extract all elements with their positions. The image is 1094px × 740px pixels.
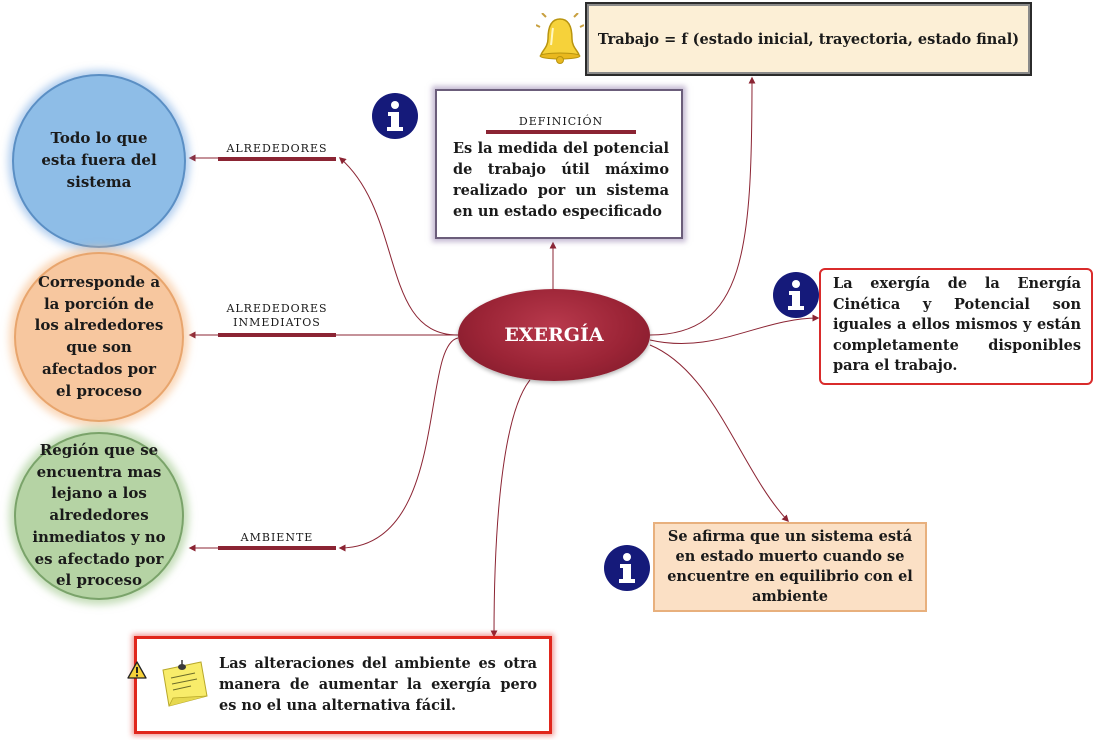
definition-title-bar (486, 130, 636, 134)
label-alrededores-bar (218, 157, 336, 161)
circle-alrededores: Todo lo que esta fuera del sistema (12, 74, 186, 248)
connector-ambiente (338, 337, 459, 552)
info-icon[interactable] (371, 92, 419, 140)
circle-alrededores-inmediatos: Corresponde a la porción de los alrededo… (14, 252, 184, 422)
connector-alrededores (338, 157, 459, 336)
connector-cinetica (649, 314, 820, 345)
label-inmediatos-line2: INMEDIATOS (233, 316, 321, 330)
estado-muerto-text: Se afirma que un sistema está en estado … (667, 528, 913, 605)
alteraciones-text: Las alteraciones del ambiente es otra ma… (219, 655, 537, 715)
circle-inmediatos-text: Corresponde a la porción de los alrededo… (34, 272, 164, 400)
trabajo-text: Trabajo = f (estado inicial, trayectoria… (597, 30, 1020, 48)
label-alrededores-inmediatos: ALREDEDORES INMEDIATOS (218, 302, 336, 331)
info-icon[interactable] (772, 271, 820, 319)
connector-trabajo (649, 76, 756, 336)
definition-title: DEFINICIÓN (518, 115, 604, 128)
label-ambiente: AMBIENTE (240, 531, 314, 544)
sticky-note-icon (162, 660, 208, 707)
definition-text: Es la medida del potencial de trabajo út… (453, 140, 669, 221)
estado-muerto-box: Se afirma que un sistema está en estado … (653, 522, 927, 612)
center-node-exergia[interactable]: EXERGÍA (458, 289, 650, 381)
label-inmediatos-bar (218, 333, 336, 337)
center-node-label: EXERGÍA (504, 324, 604, 346)
connector-alteraciones (490, 379, 531, 638)
label-inmediatos-line1: ALREDEDORES (226, 302, 328, 315)
circle-ambiente: Región que se encuentra mas lejano a los… (14, 432, 184, 600)
info-icon[interactable] (603, 544, 651, 592)
definition-box: DEFINICIÓN Es la medida del potencial de… (435, 89, 683, 239)
trabajo-box: Trabajo = f (estado inicial, trayectoria… (585, 2, 1032, 76)
connector-muerto (649, 344, 789, 523)
cinetica-text: La exergía de la Energía Cinética y Pote… (833, 275, 1081, 375)
cinetica-box: La exergía de la Energía Cinética y Pote… (819, 268, 1093, 385)
bell-icon (536, 13, 584, 64)
warning-icon (127, 661, 147, 679)
circle-alrededores-text: Todo lo que esta fuera del sistema (41, 129, 157, 191)
label-ambiente-bar (218, 546, 336, 550)
circle-ambiente-text: Región que se encuentra mas lejano a los… (32, 440, 166, 590)
label-alrededores: ALREDEDORES (226, 142, 328, 155)
